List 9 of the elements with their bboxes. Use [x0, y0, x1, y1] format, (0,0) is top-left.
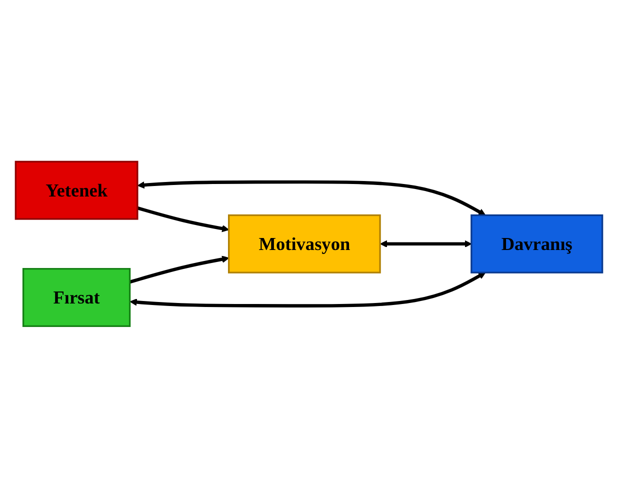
arrow	[136, 206, 230, 232]
node-box: Motivasyon	[228, 214, 381, 273]
arrow	[137, 180, 486, 216]
arrow	[129, 255, 230, 284]
node-box: Davranış	[470, 214, 604, 273]
arrow	[130, 272, 486, 308]
node-box: Fırsat	[22, 268, 131, 327]
node-box: Yetenek	[14, 160, 138, 220]
arrow	[380, 240, 472, 248]
